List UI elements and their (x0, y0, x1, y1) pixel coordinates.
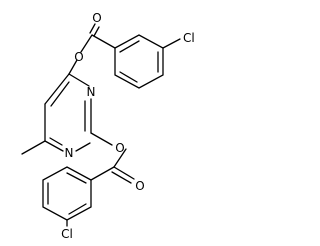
atom-label-cl-bottom: Cl (61, 227, 73, 241)
methyl-bond (21, 140, 46, 155)
top-carbonyl-double-bond-a (89, 23, 96, 34)
atom-label-cl-top: Cl (183, 31, 195, 45)
ring-bond-c5-c4 (44, 73, 70, 105)
atom-label-n-ring-upper: N (87, 85, 96, 99)
top-ring-inner-bond-1 (119, 40, 140, 53)
pyrimidine-core (21, 59, 113, 155)
bottom-benzene-ring (42, 166, 92, 221)
c4-ester-oxygen-bond (68, 59, 78, 75)
bottom-ester-carbonyl-bond (113, 148, 127, 168)
bottom-carbonyl-ring-bond (90, 166, 115, 181)
top-chloro-bond (162, 38, 181, 49)
ring-bond-n1-c6 (44, 140, 64, 152)
atom-label-o-ester-bottom: O (115, 141, 124, 155)
atom-label-n-ring-lower: N (65, 146, 74, 160)
c2-ester-oxygen-bond (90, 132, 113, 146)
bottom-carbonyl-double-bond-a (113, 166, 135, 180)
top-chlorobenzoyl-group (80, 23, 181, 89)
atom-label-o-carbonyl-top: O (92, 11, 101, 25)
atom-label-o-ester-top: O (74, 50, 83, 64)
ring-bond-c2-n1 (75, 142, 91, 152)
top-carbonyl-ring-bond (91, 34, 116, 49)
top-carbonyl-ester-bond (80, 34, 93, 53)
ring-bond-c4-n3 (68, 73, 90, 87)
ring-inner-n1-c6 (49, 137, 63, 146)
atom-label-o-carbonyl-bottom: O (135, 179, 144, 193)
ring-inner-c4-c5 (50, 81, 70, 107)
molecule-drawing: O O Cl N N O O Cl (21, 11, 195, 241)
structure-diagram: O O Cl N N O O Cl (21, 11, 195, 241)
top-ring-inner-bond-3 (119, 71, 138, 83)
top-carbonyl-double-bond-b (93, 26, 100, 37)
bottom-carbonyl-double-bond-b (111, 171, 132, 184)
bottom-ring-inner-bond-1 (66, 172, 87, 184)
top-benzene-ring (114, 34, 164, 89)
bottom-ring-inner-bond-3 (68, 203, 87, 215)
bottom-chlorobenzoyl-group (42, 148, 135, 227)
